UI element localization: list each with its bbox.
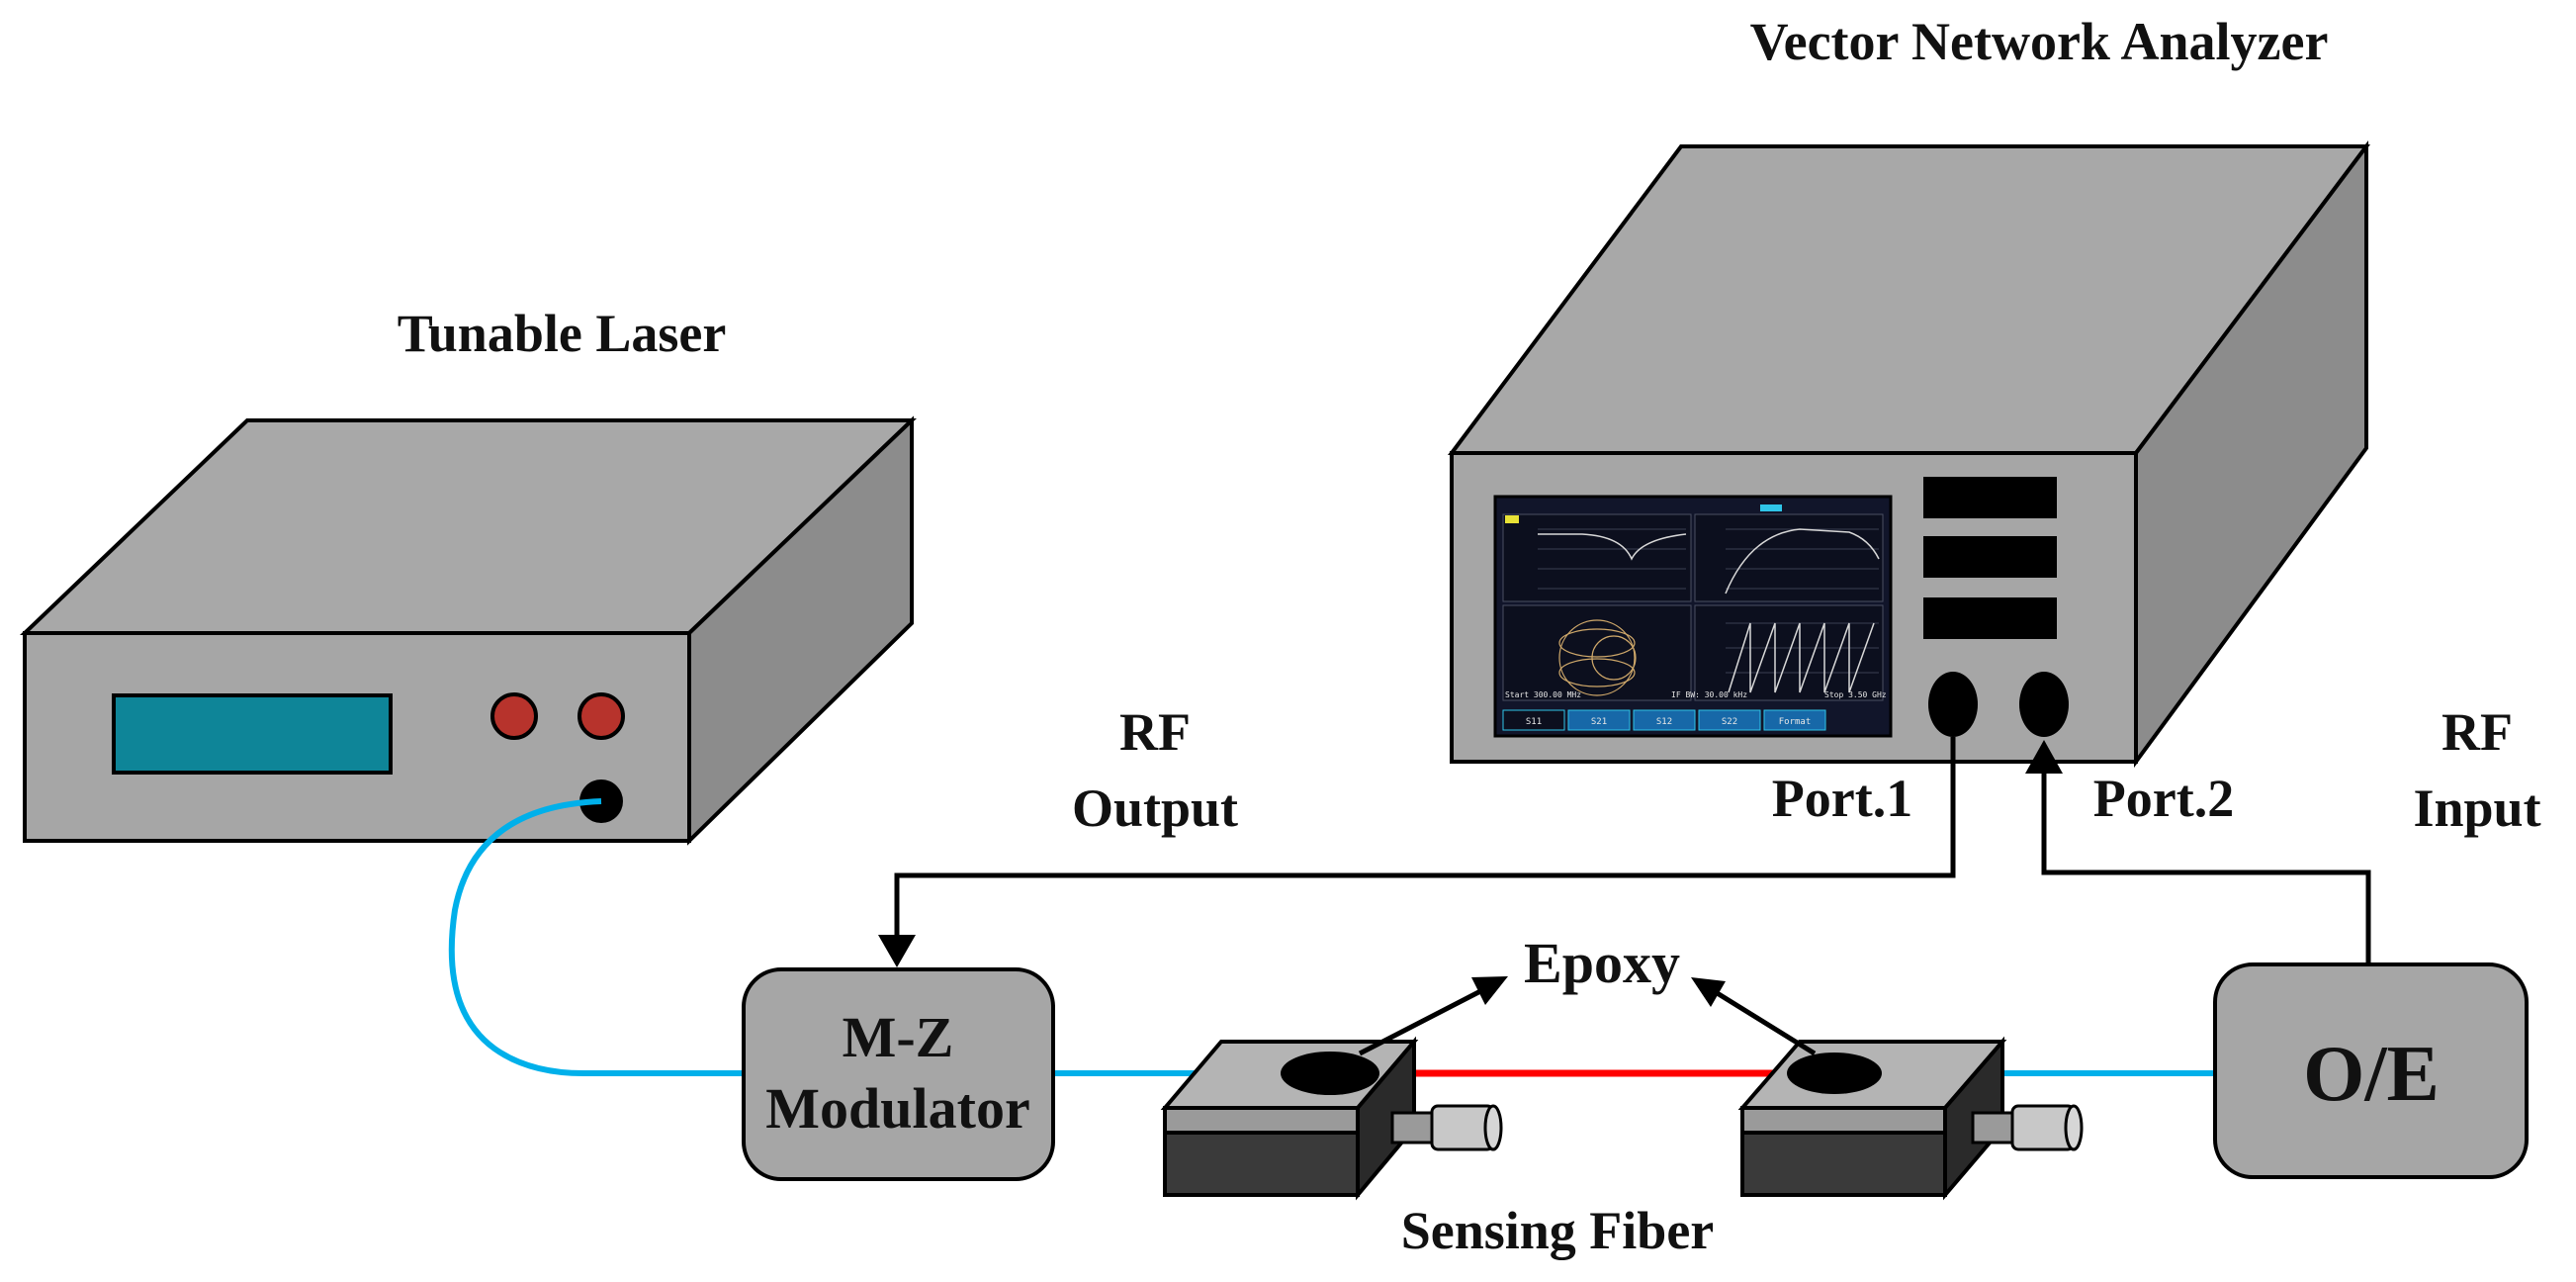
vna-label: Vector Network Analyzer: [1750, 12, 2329, 71]
vna-button-3: [1923, 597, 2057, 639]
vna-status-right: Stop 3.50 GHz: [1824, 690, 1887, 699]
laser-to-modulator-fiber: [448, 798, 744, 1076]
laser-knob-left: [490, 692, 538, 740]
phase-trace: [1728, 622, 1875, 693]
rf-input-label-line1: RF: [2442, 702, 2513, 762]
vna-tab-s11: S11: [1526, 717, 1542, 727]
mz-modulator: [742, 967, 1055, 1181]
epoxy-spot-left: [1281, 1052, 1379, 1095]
rf-input-arrowhead: [2025, 740, 2063, 774]
laser-display: [112, 693, 393, 775]
vna-port-1: [1928, 672, 1978, 737]
vna-tab-s22: S22: [1722, 717, 1737, 727]
sensing-fiber-label: Sensing Fiber: [1401, 1201, 1715, 1260]
vector-network-analyzer: Start 300.00 MHz IF BW: 30.00 kHz Stop 3…: [1448, 140, 2371, 769]
s21-trace: [1725, 528, 1880, 595]
mz-modulator-label-line2: Modulator: [765, 1076, 1029, 1141]
oe-label: O/E: [2303, 1031, 2440, 1118]
vna-button-2: [1923, 536, 2057, 578]
vna-button-1: [1923, 477, 2057, 518]
vna-screen-tabs: S11 S21 S12 S22 Format: [1502, 709, 1826, 731]
rf-output-label-line2: Output: [1072, 778, 1238, 838]
epoxy-spot-right: [1787, 1053, 1882, 1094]
tunable-laser-label: Tunable Laser: [398, 304, 727, 363]
port1-label: Port.1: [1772, 769, 1912, 828]
vna-tab-s12: S12: [1656, 717, 1672, 727]
rf-output-label-line1: RF: [1119, 702, 1191, 762]
mz-modulator-label-line1: M-Z: [843, 1005, 954, 1069]
smith-chart: [1558, 619, 1637, 696]
laser-knob-right: [577, 692, 625, 740]
epoxy-arrow-right: [1709, 986, 1817, 1056]
port2-label: Port.2: [2093, 769, 2234, 828]
rf-output-arrowhead: [878, 935, 916, 967]
tunable-laser: [20, 415, 917, 846]
epoxy-label: Epoxy: [1524, 931, 1680, 995]
oe-converter: [2213, 962, 2529, 1179]
epoxy-arrow-left-head: [1471, 976, 1508, 1005]
vna-status-left: Start 300.00 MHz: [1505, 690, 1581, 699]
vna-tab-s21: S21: [1591, 717, 1607, 727]
vna-port-2: [2019, 672, 2069, 737]
epoxy-arrow-right-head: [1691, 977, 1726, 1007]
vna-status-mid: IF BW: 30.00 kHz: [1671, 690, 1747, 699]
epoxy-arrow-left: [1358, 984, 1490, 1056]
rf-input-cable: [2039, 755, 2371, 964]
rf-output-cable: [892, 737, 1956, 962]
s11-trace: [1538, 533, 1687, 561]
rf-input-label-line2: Input: [2413, 778, 2540, 838]
vna-tab-format: Format: [1779, 717, 1812, 727]
vna-screen: Start 300.00 MHz IF BW: 30.00 kHz Stop 3…: [1493, 495, 1893, 738]
